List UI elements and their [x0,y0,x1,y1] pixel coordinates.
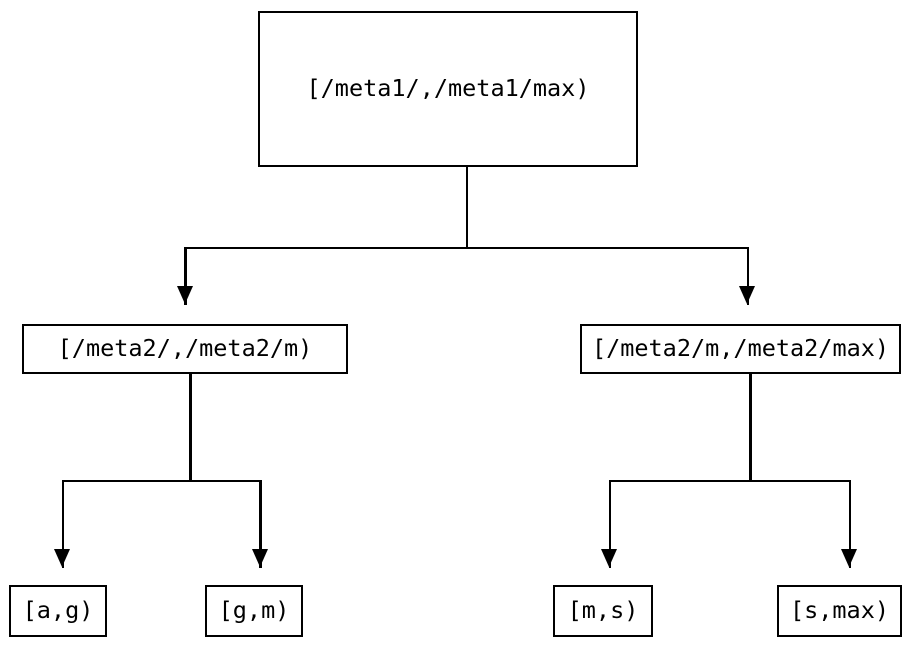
node-level2-left[interactable]: [/meta2/,/meta2/m) [22,324,348,374]
node-level2-right-label: [/meta2/m,/meta2/max) [591,334,890,363]
node-leaf-m-s[interactable]: [m,s) [553,585,653,637]
node-leaf-s-max[interactable]: [s,max) [777,585,902,637]
edge-root-bus [185,246,749,249]
node-leaf-a-g-label: [a,g) [22,596,94,625]
arrowhead-root-to-level2-right [739,286,755,304]
node-level2-left-label: [/meta2/,/meta2/m) [57,334,313,363]
edge-root-to-level2-right-drop [746,246,749,305]
node-leaf-a-g[interactable]: [a,g) [9,585,107,637]
edge-root-to-level2-left-drop [184,246,187,305]
node-root[interactable]: [/meta1/,/meta1/max) [258,11,638,167]
edge-level2-left-to-leaf1-drop [61,479,64,568]
node-leaf-s-max-label: [s,max) [789,596,890,625]
node-leaf-g-m-label: [g,m) [218,596,290,625]
arrowhead-level2-right-to-leaf4 [841,549,857,567]
edge-level2-left-bus [62,479,261,482]
arrowhead-level2-left-to-leaf1 [54,549,70,567]
arrowhead-level2-right-to-leaf3 [601,549,617,567]
edge-level2-right-bus [609,479,851,482]
edge-root-stem [465,167,468,249]
node-root-label: [/meta1/,/meta1/max) [306,74,590,103]
arrowhead-root-to-level2-left [176,286,193,304]
edge-level2-left-to-leaf2-drop [259,479,262,568]
arrowhead-level2-left-to-leaf2 [251,549,268,567]
edge-level2-right-stem [749,374,752,481]
edge-level2-left-stem [189,374,192,481]
edge-level2-right-to-leaf4-drop [848,479,851,568]
node-level2-right[interactable]: [/meta2/m,/meta2/max) [580,324,901,374]
node-leaf-g-m[interactable]: [g,m) [205,585,303,637]
node-leaf-m-s-label: [m,s) [567,596,639,625]
edge-level2-right-to-leaf3-drop [608,479,611,568]
